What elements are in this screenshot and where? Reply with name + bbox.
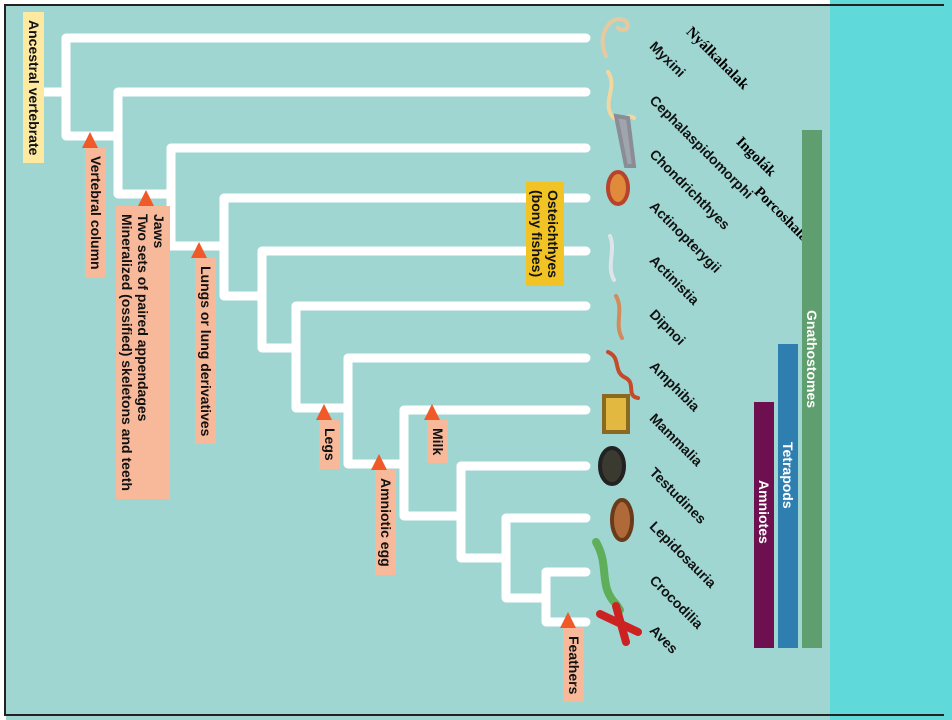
coelacanth-icon xyxy=(608,234,616,282)
branch-archosaurs xyxy=(501,553,551,603)
right-margin-band xyxy=(830,0,952,720)
bird-icon xyxy=(596,602,642,646)
branch-myxini xyxy=(29,33,591,97)
gnathostomes-bar: Gnathostomes xyxy=(802,130,822,648)
ray-finned-fish-icon xyxy=(606,170,630,206)
tetrapods-bar: Tetrapods xyxy=(778,344,798,648)
branch-actinistia xyxy=(257,246,591,301)
jaws-line-2: Two sets of paired appendages xyxy=(135,214,151,422)
amniotes-bar: Amniotes xyxy=(754,402,774,648)
osteichthyes-label: Osteichthyes (bony fishes) xyxy=(526,182,564,286)
lizard-icon xyxy=(610,498,634,542)
branch-dipnoi xyxy=(291,301,591,353)
jaws-line-1: Jaws xyxy=(151,214,167,249)
branch-lepidosauria xyxy=(501,513,591,563)
lungfish-icon xyxy=(614,294,624,340)
branch-crocodilia xyxy=(541,567,591,603)
myxini-icon xyxy=(600,17,630,58)
branch-osteichthyes xyxy=(166,189,229,251)
marker-milk xyxy=(424,404,440,420)
amniotic-egg-label: Amniotic egg xyxy=(375,470,396,575)
marker-legs xyxy=(316,404,332,420)
crocodile-icon xyxy=(592,538,624,614)
lungs-label: Lungs or lung derivatives xyxy=(195,258,216,445)
branch-actinopterygii xyxy=(219,193,591,251)
marker-jaws xyxy=(138,190,154,206)
marker-feathers xyxy=(560,612,576,628)
branch-mammalia xyxy=(399,405,591,469)
shark-icon xyxy=(613,113,637,168)
vertebral-column-label: Vertebral column xyxy=(85,148,106,278)
cladogram-panel: Ancestral vertebrate Vertebral column Ja… xyxy=(6,6,952,720)
branch-amniotes xyxy=(343,403,409,469)
branch-core xyxy=(61,87,123,141)
jaws-label: Jaws Two sets of paired appendages Miner… xyxy=(116,206,170,499)
marker-vertebral-column xyxy=(82,132,98,148)
jaws-line-3: Mineralized (ossified) skeletons and tee… xyxy=(119,214,135,491)
branch-gnathostomes xyxy=(113,131,176,199)
organism-icons xyxy=(592,17,642,646)
marker-lungs xyxy=(191,242,207,258)
mammal-icon xyxy=(602,394,630,434)
feathers-label: Feathers xyxy=(563,628,584,703)
ancestral-vertebrate-label: Ancestral vertebrate xyxy=(23,12,44,164)
branch-amphibia xyxy=(343,353,591,413)
legs-label: Legs xyxy=(319,420,340,469)
gnathostomes-label: Gnathostomes xyxy=(804,310,820,409)
osteichthyes-line-2: (bony fishes) xyxy=(529,190,545,278)
branch-cephalaspidomorphi xyxy=(113,87,591,141)
tetrapods-label: Tetrapods xyxy=(780,442,796,509)
lamprey-icon xyxy=(606,70,636,122)
phylogenetic-tree xyxy=(29,17,642,646)
marker-amniotic-egg xyxy=(371,454,387,470)
branch-lobe xyxy=(257,291,301,353)
branch-testudines xyxy=(456,461,591,521)
milk-label: Milk xyxy=(427,420,448,464)
amniotes-label: Amniotes xyxy=(756,480,772,544)
osteichthyes-line-1: Osteichthyes xyxy=(545,190,561,278)
branch-diapsids xyxy=(456,511,511,563)
branch-reptiles xyxy=(399,459,466,521)
branch-chondrichthyes xyxy=(166,143,591,199)
branch-tetrapods xyxy=(291,343,353,413)
amphibian-icon xyxy=(606,350,640,400)
branch-sarcopterygii xyxy=(219,241,267,301)
turtle-icon xyxy=(598,446,626,486)
